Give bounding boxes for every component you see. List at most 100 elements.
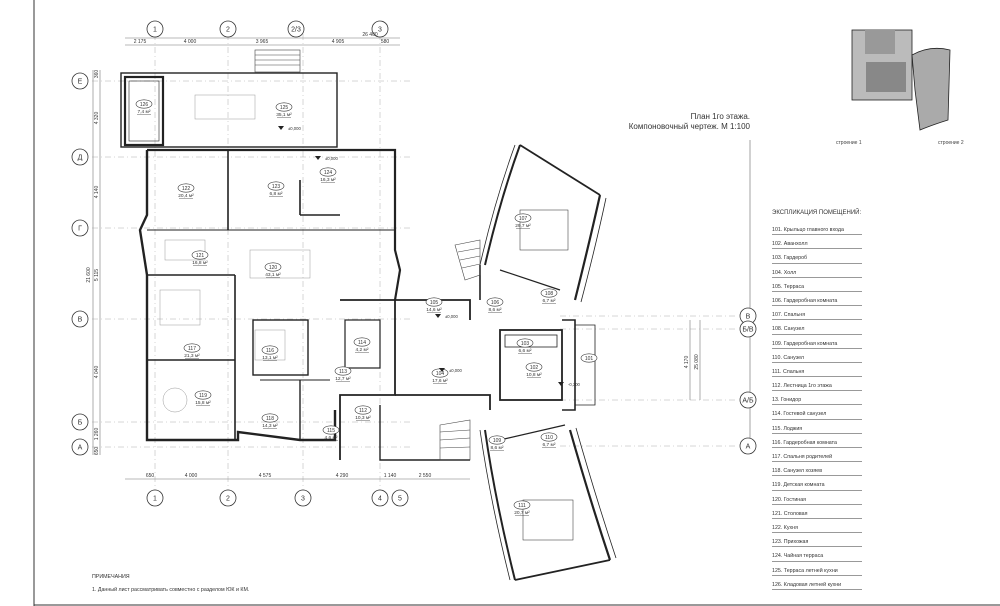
legend-item: 111. Спальня — [772, 365, 972, 379]
axis-right-3-label: А — [746, 444, 751, 451]
level-value: ±0,000 — [288, 126, 301, 131]
room-area: 4,2 м² — [356, 347, 369, 353]
room-area: 6,8 м² — [270, 191, 283, 197]
dim-left: 4 320 — [94, 112, 100, 125]
dim-top: 3 965 — [256, 39, 269, 45]
room-number: 107 — [519, 216, 528, 222]
room-number: 120 — [269, 265, 278, 271]
axis-grid-lines — [92, 34, 735, 495]
room-number: 103 — [521, 341, 530, 347]
room-number: 113 — [339, 369, 347, 375]
legend-item: 117. Спальня родителей — [772, 450, 972, 464]
room-number: 104 — [436, 371, 445, 377]
room-number: 117 — [188, 346, 196, 352]
legend-item: 125. Терраса летней кухни — [772, 564, 972, 578]
room-number: 121 — [196, 253, 205, 259]
notes-heading: ПРИМЕЧАНИЯ — [92, 574, 130, 580]
level-mark: ±0,000 — [439, 368, 462, 373]
axis-left-1-label: Д — [78, 155, 83, 162]
room-area: 14,3 м² — [262, 423, 278, 429]
keymap-label-1: строение 1 — [836, 140, 862, 146]
legend-item: 124. Чайная терраса — [772, 549, 972, 563]
curved-wing — [479, 144, 617, 581]
axis-bottom-2-label: 3 — [301, 496, 305, 503]
axis-right-1-label: Б/В — [742, 327, 754, 334]
axis-top-1-label: 2 — [226, 27, 230, 34]
axis-right-2-label: А/Б — [742, 398, 754, 405]
legend-item: 102. Аванхолл — [772, 237, 972, 251]
dim-top-total: 26 400 — [362, 32, 378, 38]
axis-top-0: 1 — [146, 20, 164, 38]
dim-bottom: 4 575 — [259, 473, 272, 479]
room-number: 126 — [140, 102, 149, 108]
axis-bottom-3: 4 — [371, 489, 389, 507]
room-number: 115 — [327, 428, 335, 434]
legend-item: 121. Столовая — [772, 507, 972, 521]
level-marks: ±0,000±0,000±0,000±0,000-0,300 — [278, 126, 581, 387]
dim-top: 2 175 — [134, 39, 147, 45]
room-number: 125 — [280, 105, 289, 111]
room-area: 29,7 м² — [515, 223, 531, 229]
room-number: 111 — [518, 503, 526, 509]
axis-top-3: 3 — [371, 20, 389, 38]
notes-block: ПРИМЕЧАНИЯ 1. Данный лист рассматривать … — [92, 574, 249, 600]
room-area: 16,3 м² — [320, 177, 336, 183]
dim-left: 650 — [94, 447, 100, 456]
drawing-title: План 1го этажа. Компоновочный чертеж. М … — [610, 112, 750, 132]
level-value: ±0,000 — [449, 368, 462, 373]
room-area: 20,4 м² — [178, 193, 194, 199]
room-number: 101 — [585, 356, 594, 362]
axis-left-3: В — [71, 310, 89, 328]
axis-right-0-label: В — [746, 314, 751, 321]
dim-bottom: 4 290 — [336, 473, 349, 479]
axis-bottom-4: 5 — [391, 489, 409, 507]
room-area: 14,6 м² — [426, 307, 442, 313]
dim-left: 4 140 — [94, 186, 100, 199]
room-area: 8,6 м² — [489, 307, 502, 313]
axis-bottom-2: 3 — [294, 489, 312, 507]
room-number: 110 — [545, 435, 553, 441]
legend-item: 110. Санузел — [772, 351, 972, 365]
room-number: 109 — [493, 438, 502, 444]
axis-bottom-1: 2 — [219, 489, 237, 507]
axis-left-3-label: В — [78, 317, 83, 324]
axis-left-4: Б — [71, 413, 89, 431]
room-area: 21,3 м² — [184, 353, 200, 359]
dim-bottom: 650 — [146, 473, 155, 479]
room-number: 106 — [491, 300, 500, 306]
axis-bottom-4-label: 5 — [398, 496, 402, 503]
furniture — [159, 94, 311, 413]
level-mark: ±0,000 — [315, 156, 338, 161]
room-tag: 101 — [580, 353, 598, 363]
dim-right: 4 170 — [684, 356, 690, 369]
keymap-label-2: строение 2 — [938, 140, 964, 146]
legend-item: 116. Гардеробная комната — [772, 436, 972, 450]
dim-left: 5 115 — [94, 269, 100, 281]
axis-top-1: 2 — [219, 20, 237, 38]
legend-item: 126. Кладовая летней кухни — [772, 578, 972, 592]
axis-left-2: Г — [71, 219, 89, 237]
room-area: 6,7 м² — [543, 442, 556, 448]
legend-item: 103. Гардероб — [772, 251, 972, 265]
title-line-1: План 1го этажа. — [690, 112, 750, 121]
dim-top: 4 000 — [184, 39, 197, 45]
legend-item: 122. Кухня — [772, 521, 972, 535]
legend-item: 109. Гардеробная комната — [772, 337, 972, 351]
axis-top-2: 2/3 — [287, 20, 305, 38]
legend-item: 105. Терраса — [772, 280, 972, 294]
